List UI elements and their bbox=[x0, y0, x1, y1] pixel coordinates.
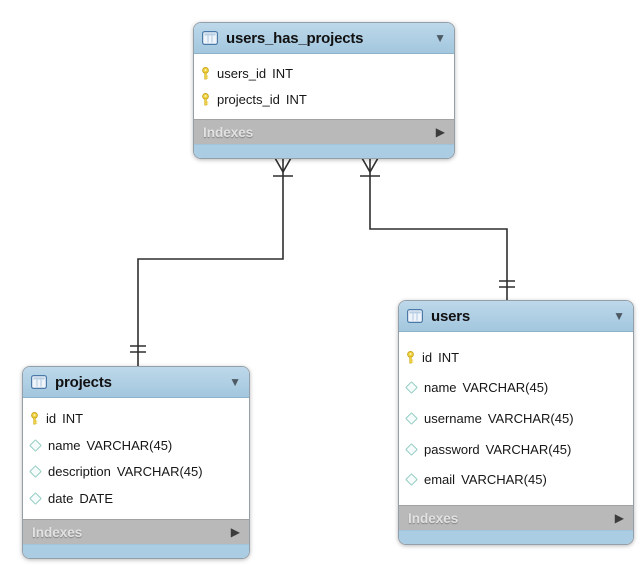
column-name: description bbox=[48, 464, 111, 480]
column-diamond-icon bbox=[405, 442, 418, 456]
crow-foot-many-icon bbox=[361, 157, 379, 174]
indexes-bar[interactable]: Indexes ▶ bbox=[399, 505, 633, 530]
one-exactly-ticks-icon bbox=[130, 345, 146, 353]
relationship-users_has_projects-users[interactable] bbox=[360, 157, 515, 300]
indexes-label: Indexes bbox=[32, 524, 83, 540]
column-row[interactable]: description VARCHAR(45) bbox=[23, 464, 249, 479]
column-row[interactable]: name VARCHAR(45) bbox=[399, 380, 633, 395]
table-header[interactable]: users ▼ bbox=[399, 301, 633, 332]
table-footer bbox=[399, 530, 633, 544]
column-name: username bbox=[424, 410, 482, 426]
column-name: id bbox=[46, 411, 57, 427]
column-name: users_id bbox=[217, 66, 267, 82]
indexes-label: Indexes bbox=[408, 510, 459, 526]
column-diamond-icon bbox=[29, 438, 42, 452]
column-name: date bbox=[48, 490, 74, 506]
column-row[interactable]: password VARCHAR(45) bbox=[399, 442, 633, 457]
expand-arrow-icon[interactable]: ▶ bbox=[614, 511, 624, 525]
collapse-arrow-icon[interactable]: ▼ bbox=[434, 31, 446, 45]
column-diamond-icon bbox=[405, 412, 418, 425]
column-row[interactable]: projects_id INT bbox=[194, 92, 454, 107]
column-type: INT bbox=[438, 349, 460, 365]
column-row[interactable]: name VARCHAR(45) bbox=[23, 438, 249, 453]
primary-key-icon bbox=[200, 67, 211, 80]
column-row[interactable]: id INT bbox=[23, 411, 249, 426]
column-list: users_id INT projects_id INT bbox=[194, 54, 454, 119]
column-row[interactable]: date DATE bbox=[23, 491, 249, 506]
column-type: VARCHAR(45) bbox=[116, 464, 203, 480]
table-icon bbox=[202, 31, 218, 45]
collapse-arrow-icon[interactable]: ▼ bbox=[613, 309, 625, 323]
column-name: projects_id bbox=[217, 91, 280, 107]
column-name: email bbox=[424, 472, 456, 488]
column-type: INT bbox=[272, 66, 294, 82]
table-footer bbox=[194, 144, 454, 158]
primary-key-icon bbox=[29, 412, 40, 425]
column-type: VARCHAR(45) bbox=[485, 441, 572, 457]
column-name: id bbox=[422, 349, 433, 365]
table-users[interactable]: users ▼ id INT name VARCHAR(45) username… bbox=[398, 300, 634, 545]
table-users_has_projects[interactable]: users_has_projects ▼ users_id INT projec… bbox=[193, 22, 455, 159]
column-type: VARCHAR(45) bbox=[461, 472, 547, 488]
indexes-bar[interactable]: Indexes ▶ bbox=[194, 119, 454, 144]
table-header[interactable]: projects ▼ bbox=[23, 367, 249, 398]
column-diamond-icon bbox=[29, 465, 42, 479]
column-name: name bbox=[424, 380, 457, 396]
column-type: INT bbox=[62, 411, 84, 427]
column-diamond-icon bbox=[405, 381, 418, 395]
column-name: name bbox=[48, 437, 81, 453]
column-type: VARCHAR(45) bbox=[86, 437, 173, 453]
collapse-arrow-icon[interactable]: ▼ bbox=[229, 375, 241, 389]
indexes-bar[interactable]: Indexes ▶ bbox=[23, 519, 249, 544]
column-type: VARCHAR(45) bbox=[462, 380, 549, 396]
crow-foot-many-icon bbox=[274, 157, 292, 174]
primary-key-icon bbox=[200, 92, 211, 106]
table-header[interactable]: users_has_projects ▼ bbox=[194, 23, 454, 54]
table-projects[interactable]: projects ▼ id INT name VARCHAR(45) descr… bbox=[22, 366, 250, 559]
relationship-users_has_projects-projects[interactable] bbox=[130, 157, 293, 366]
table-title: users bbox=[431, 307, 471, 325]
indexes-label: Indexes bbox=[203, 124, 254, 140]
column-list: id INT name VARCHAR(45) username VARCHAR… bbox=[399, 332, 633, 505]
column-diamond-icon bbox=[405, 473, 418, 487]
column-row[interactable]: users_id INT bbox=[194, 66, 454, 81]
column-type: INT bbox=[285, 91, 307, 107]
table-icon bbox=[31, 375, 47, 389]
primary-key-icon bbox=[405, 350, 416, 364]
table-title: projects bbox=[55, 373, 112, 391]
table-footer bbox=[23, 544, 249, 558]
one-exactly-ticks-icon bbox=[499, 280, 515, 288]
expand-arrow-icon[interactable]: ▶ bbox=[435, 125, 445, 139]
table-icon bbox=[407, 309, 423, 323]
column-list: id INT name VARCHAR(45) description VARC… bbox=[23, 398, 249, 519]
column-diamond-icon bbox=[29, 491, 42, 505]
column-name: password bbox=[424, 441, 480, 457]
column-row[interactable]: username VARCHAR(45) bbox=[399, 411, 633, 426]
table-title: users_has_projects bbox=[226, 29, 364, 47]
column-type: DATE bbox=[79, 490, 114, 506]
column-row[interactable]: email VARCHAR(45) bbox=[399, 472, 633, 487]
expand-arrow-icon[interactable]: ▶ bbox=[230, 525, 240, 539]
column-type: VARCHAR(45) bbox=[487, 410, 574, 426]
column-row[interactable]: id INT bbox=[399, 350, 633, 365]
